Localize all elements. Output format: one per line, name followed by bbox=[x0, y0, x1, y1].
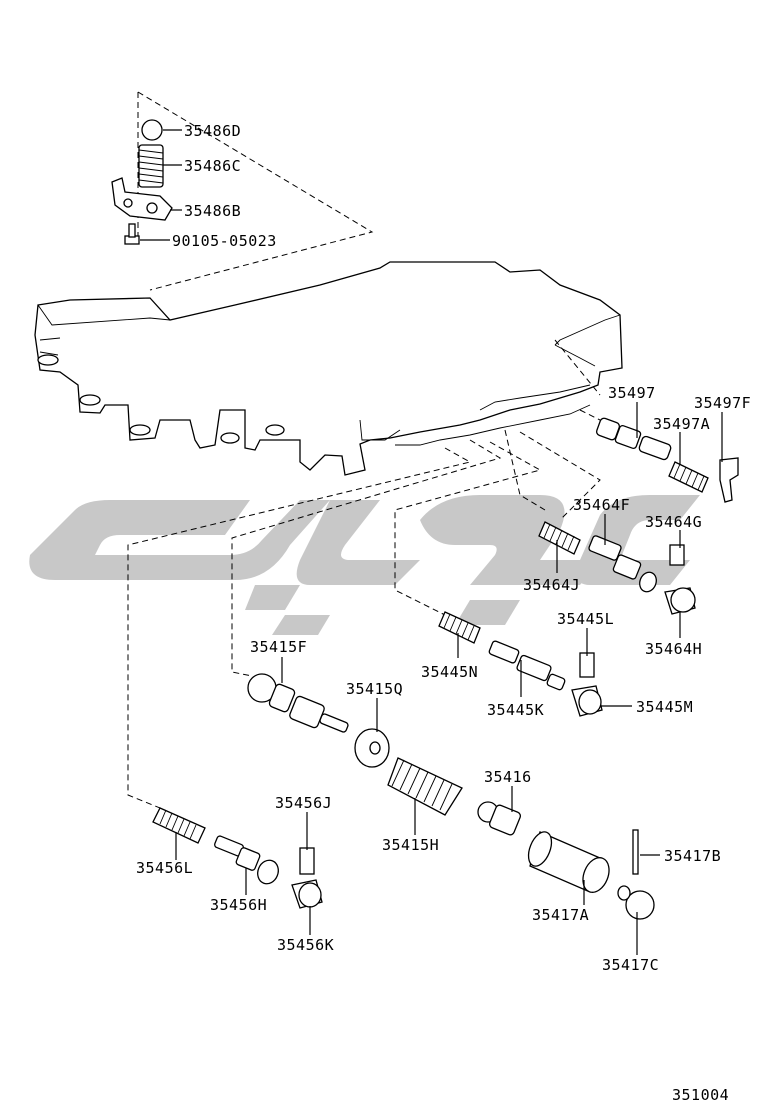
valve-35456H bbox=[214, 835, 279, 885]
valve-35464F bbox=[588, 535, 657, 593]
clip-35497F bbox=[719, 457, 739, 503]
label-35497: 35497 bbox=[608, 384, 656, 402]
retainer-35417C bbox=[617, 885, 655, 920]
label-35464F: 35464F bbox=[573, 496, 630, 514]
label-35456K: 35456K bbox=[277, 936, 334, 954]
label-35464H: 35464H bbox=[645, 640, 702, 658]
label-35486C: 35486C bbox=[184, 157, 241, 175]
spring-35415H bbox=[387, 757, 463, 816]
label-90105-05023: 90105-05023 bbox=[172, 232, 277, 250]
spring-35456L bbox=[152, 807, 206, 844]
label-35416: 35416 bbox=[484, 768, 532, 786]
spring-35445N bbox=[438, 611, 481, 644]
logo-watermark bbox=[29, 495, 700, 635]
label-35486B: 35486B bbox=[184, 202, 241, 220]
valve-body bbox=[34, 261, 623, 476]
label-35415F: 35415F bbox=[250, 638, 307, 656]
valve-35416 bbox=[477, 801, 521, 836]
plug-35445M bbox=[571, 685, 603, 717]
washer-35415Q bbox=[354, 728, 390, 768]
label-35445M: 35445M bbox=[636, 698, 693, 716]
pin-35464G bbox=[669, 544, 685, 566]
label-35497A: 35497A bbox=[653, 415, 710, 433]
label-35445L: 35445L bbox=[557, 610, 614, 628]
label-35445K: 35445K bbox=[487, 701, 544, 719]
label-35415Q: 35415Q bbox=[346, 680, 403, 698]
plug-35464H bbox=[664, 587, 696, 615]
label-35497F: 35497F bbox=[694, 394, 751, 412]
label-35456H: 35456H bbox=[210, 896, 267, 914]
label-35456J: 35456J bbox=[275, 794, 332, 812]
label-35417C: 35417C bbox=[602, 956, 659, 974]
label-35445N: 35445N bbox=[421, 663, 478, 681]
sleeve-35417A bbox=[527, 831, 610, 893]
label-35417A: 35417A bbox=[532, 906, 589, 924]
bolt-90105-05023 bbox=[124, 223, 140, 245]
label-35456L: 35456L bbox=[136, 859, 193, 877]
pin-35417B bbox=[632, 829, 639, 875]
valve-35445K bbox=[488, 640, 566, 691]
pin-35445L bbox=[579, 652, 595, 678]
label-35417B: 35417B bbox=[664, 847, 721, 865]
pin-35456J bbox=[299, 847, 315, 875]
label-35415H: 35415H bbox=[382, 836, 439, 854]
spring-35497A bbox=[668, 461, 709, 493]
plug-35456K bbox=[291, 879, 323, 909]
valve-35497 bbox=[596, 417, 672, 461]
label-35464J: 35464J bbox=[523, 576, 580, 594]
valve-35415F bbox=[247, 673, 349, 733]
spring-35464J bbox=[538, 521, 581, 555]
spring-35486C bbox=[138, 144, 164, 188]
plate-35486B bbox=[111, 177, 173, 221]
figure-number: 351004 bbox=[672, 1086, 729, 1104]
ball-35486D bbox=[141, 119, 163, 141]
label-35486D: 35486D bbox=[184, 122, 241, 140]
label-35464G: 35464G bbox=[645, 513, 702, 531]
